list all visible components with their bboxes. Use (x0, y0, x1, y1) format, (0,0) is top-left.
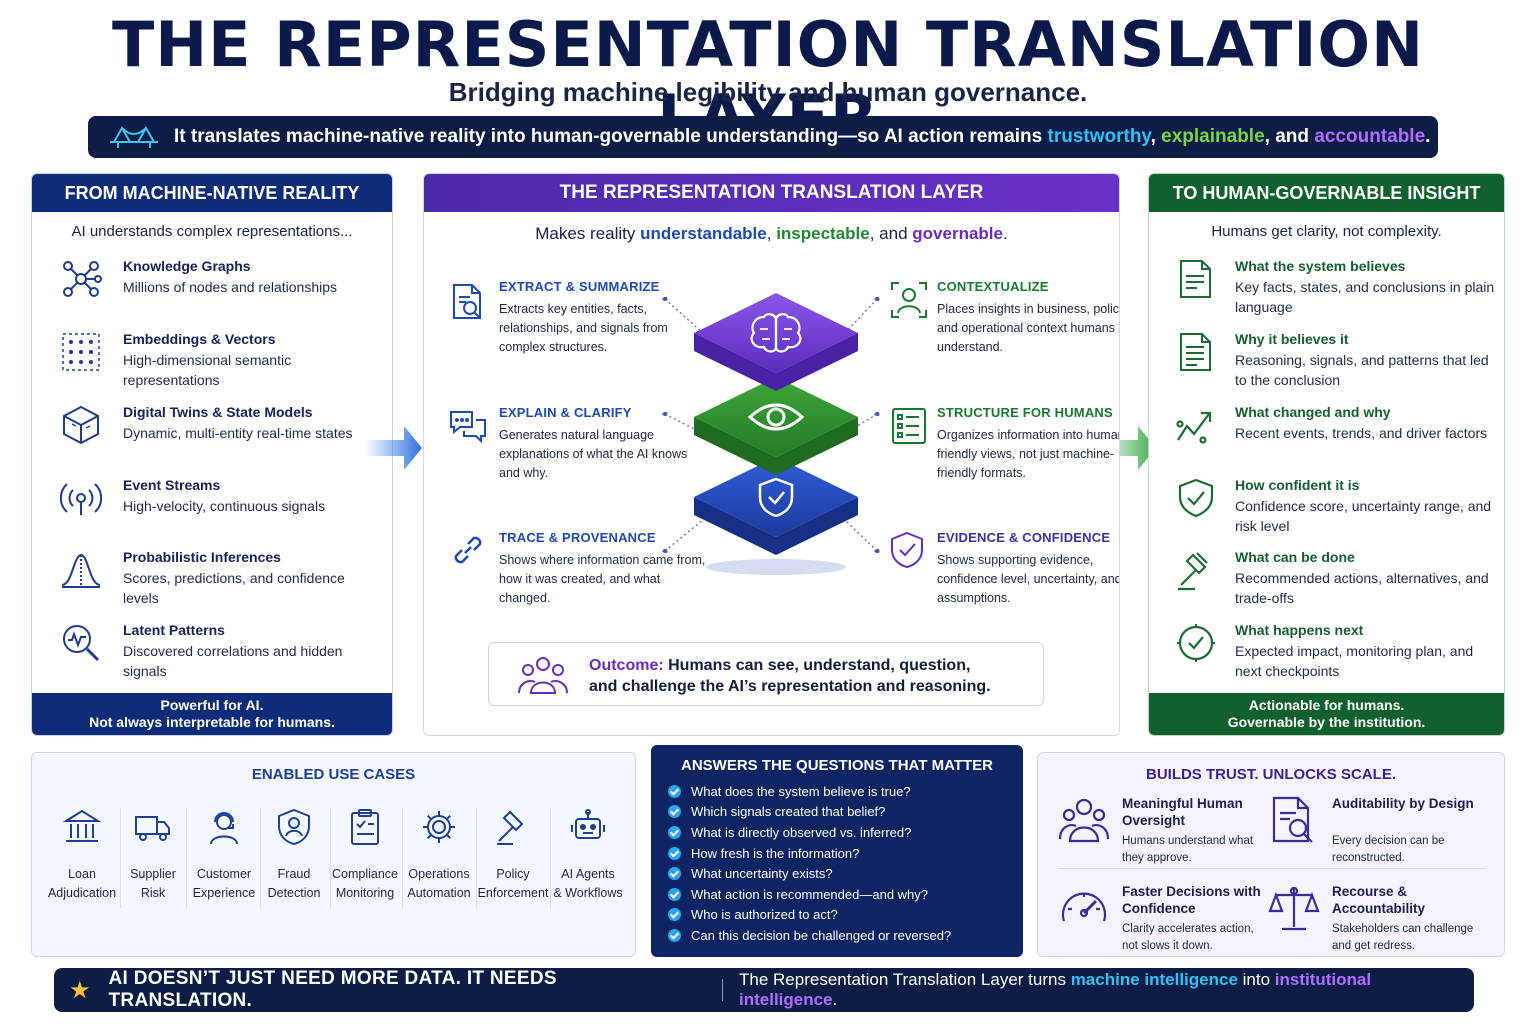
check-icon (668, 805, 681, 819)
divider (186, 808, 187, 908)
divider (260, 808, 261, 908)
checklist-icon (892, 408, 926, 444)
panel-intro: AI understands complex representations..… (71, 223, 353, 240)
panel-title: THE REPRESENTATION TRANSLATION LAYER (424, 174, 1119, 212)
gavel-icon (1178, 552, 1208, 591)
panel-title: ENABLED USE CASES (251, 766, 416, 783)
question-item: Which signals created that belief? (652, 802, 1022, 823)
flow-arrow-left (364, 426, 422, 470)
bottom-banner: ★ AI DOESN’T JUST NEED MORE DATA. IT NEE… (54, 968, 1474, 1012)
chat-bubbles-icon (450, 411, 486, 444)
check-icon (668, 825, 681, 839)
divider (120, 808, 121, 908)
check-icon (668, 784, 681, 798)
trust-panel: BUILDS TRUST. UNLOCKS SCALE. Meaningful … (1037, 752, 1505, 957)
gavel-icon (497, 810, 524, 845)
check-icon (668, 846, 681, 860)
star-icon: ★ (69, 976, 91, 1004)
broadcast-icon (60, 483, 102, 515)
bridge-icon (110, 125, 158, 148)
divider (330, 808, 331, 908)
truck-icon (135, 816, 170, 841)
document-search-icon (453, 284, 481, 319)
human-governable-panel: TO HUMAN-GOVERNABLE INSIGHT Humans get c… (1148, 173, 1505, 736)
panel-intro: Makes reality understandable, inspectabl… (535, 224, 1008, 243)
question-item: What does the system believe is true? (652, 781, 1022, 802)
document-search-icon (1272, 796, 1313, 843)
people-group-icon (518, 657, 568, 694)
shield-check-icon (1178, 478, 1214, 518)
document-lines-icon (1180, 333, 1211, 371)
trend-arrow-icon (1176, 411, 1212, 444)
question-item: Who is authorized to act? (652, 905, 1022, 926)
outcome-text: Outcome: Humans can see, understand, que… (589, 657, 991, 695)
mission-banner: It translates machine-native reality int… (88, 116, 1438, 158)
page-subtitle: Bridging machine legibility and human go… (448, 77, 1088, 107)
people-group-icon (1058, 798, 1110, 843)
divider (476, 808, 477, 908)
compass-check-icon (1177, 624, 1215, 662)
check-icon (668, 887, 681, 901)
panel-title: ANSWERS THE QUESTIONS THAT MATTER (681, 757, 993, 774)
speedometer-icon (1061, 892, 1107, 922)
panel-title: FROM MACHINE-NATIVE REALITY (32, 174, 392, 212)
shield-user-icon (278, 808, 310, 846)
divider (1058, 868, 1486, 869)
dot-grid-icon (62, 333, 100, 371)
machine-native-panel: FROM MACHINE-NATIVE REALITY AI understan… (31, 173, 393, 736)
network-icon (63, 261, 102, 297)
shield-check-icon (891, 531, 923, 569)
gear-icon (423, 811, 455, 843)
panel-footer: Powerful for AI. Not always interpretabl… (32, 693, 392, 735)
person-focus-icon (891, 282, 927, 318)
check-icon (668, 928, 681, 942)
scales-icon (1268, 886, 1320, 931)
headset-user-icon (210, 812, 238, 845)
robot-icon (571, 809, 605, 839)
question-item: How fresh is the information? (652, 843, 1022, 864)
clipboard-icon (351, 809, 379, 845)
link-icon (454, 536, 482, 564)
cube-icon (63, 405, 99, 445)
bell-curve-icon (61, 553, 101, 588)
layer-stack-graphic (694, 293, 858, 575)
divider (550, 808, 551, 908)
question-item: What action is recommended—and why? (652, 884, 1022, 905)
questions-panel: ANSWERS THE QUESTIONS THAT MATTER What d… (651, 745, 1023, 957)
panel-intro: Humans get clarity, not complexity. (1211, 223, 1442, 240)
divider (402, 808, 403, 908)
bank-icon (62, 809, 102, 842)
outcome-box: Outcome: Humans can see, understand, que… (488, 642, 1044, 706)
question-item: What uncertainty exists? (652, 863, 1022, 884)
question-item: Can this decision be challenged or rever… (652, 925, 1022, 946)
panel-title: TO HUMAN-GOVERNABLE INSIGHT (1149, 174, 1504, 212)
use-case-item: AI Agents& Workflows (552, 808, 624, 908)
translation-layer-panel: THE REPRESENTATION TRANSLATION LAYER Mak… (423, 173, 1120, 736)
banner-text: It translates machine-native reality int… (174, 126, 1431, 147)
magnifier-pulse-icon (63, 625, 100, 662)
document-icon (1180, 260, 1211, 298)
flow-arrow-right (1098, 426, 1156, 470)
panel-footer: Actionable for humans. Governable by the… (1149, 693, 1504, 735)
panel-title: BUILDS TRUST. UNLOCKS SCALE. (1145, 766, 1396, 783)
check-icon (668, 867, 681, 881)
check-icon (668, 908, 681, 922)
divider (722, 979, 723, 1001)
question-item: What is directly observed vs. inferred? (652, 822, 1022, 843)
